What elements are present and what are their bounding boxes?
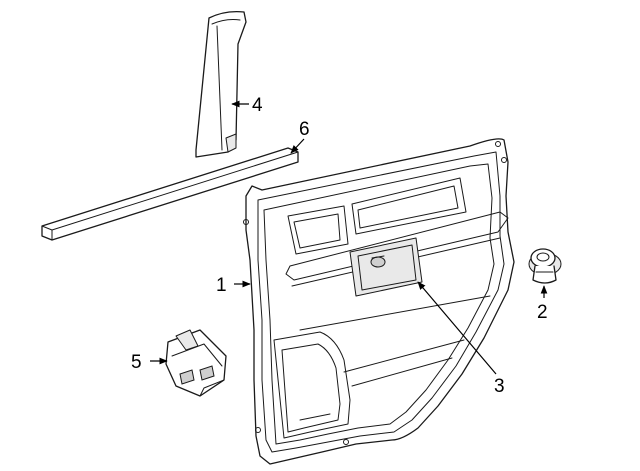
part-6-weatherstrip bbox=[41, 147, 299, 241]
part-5-window-switch bbox=[165, 329, 227, 397]
callout-6: 6 bbox=[299, 119, 310, 140]
callout-1: 1 bbox=[216, 275, 227, 296]
part-1-door-trim-panel bbox=[243, 138, 515, 465]
callout-3: 3 bbox=[494, 376, 505, 397]
callout-5: 5 bbox=[131, 352, 142, 373]
part-4-pillar-trim bbox=[195, 10, 247, 158]
callout-2: 2 bbox=[537, 302, 548, 323]
part-2-push-pin bbox=[528, 248, 562, 284]
callout-4: 4 bbox=[252, 95, 263, 116]
leader-6 bbox=[290, 138, 305, 154]
leader-3 bbox=[417, 281, 497, 375]
